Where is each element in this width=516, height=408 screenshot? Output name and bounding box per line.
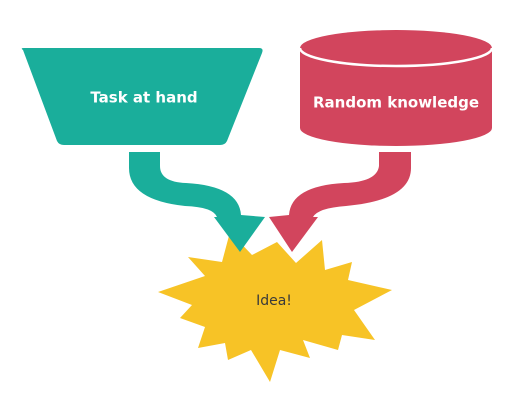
task-trapezoid bbox=[21, 48, 263, 145]
knowledge-label: Random knowledge bbox=[313, 94, 479, 112]
knowledge-arrow bbox=[269, 152, 411, 252]
knowledge-cylinder-rim bbox=[298, 47, 494, 68]
idea-starburst bbox=[158, 232, 392, 382]
idea-label: Idea! bbox=[256, 293, 292, 309]
task-arrow bbox=[129, 152, 265, 252]
knowledge-cylinder bbox=[300, 30, 492, 146]
task-label: Task at hand bbox=[90, 89, 197, 107]
